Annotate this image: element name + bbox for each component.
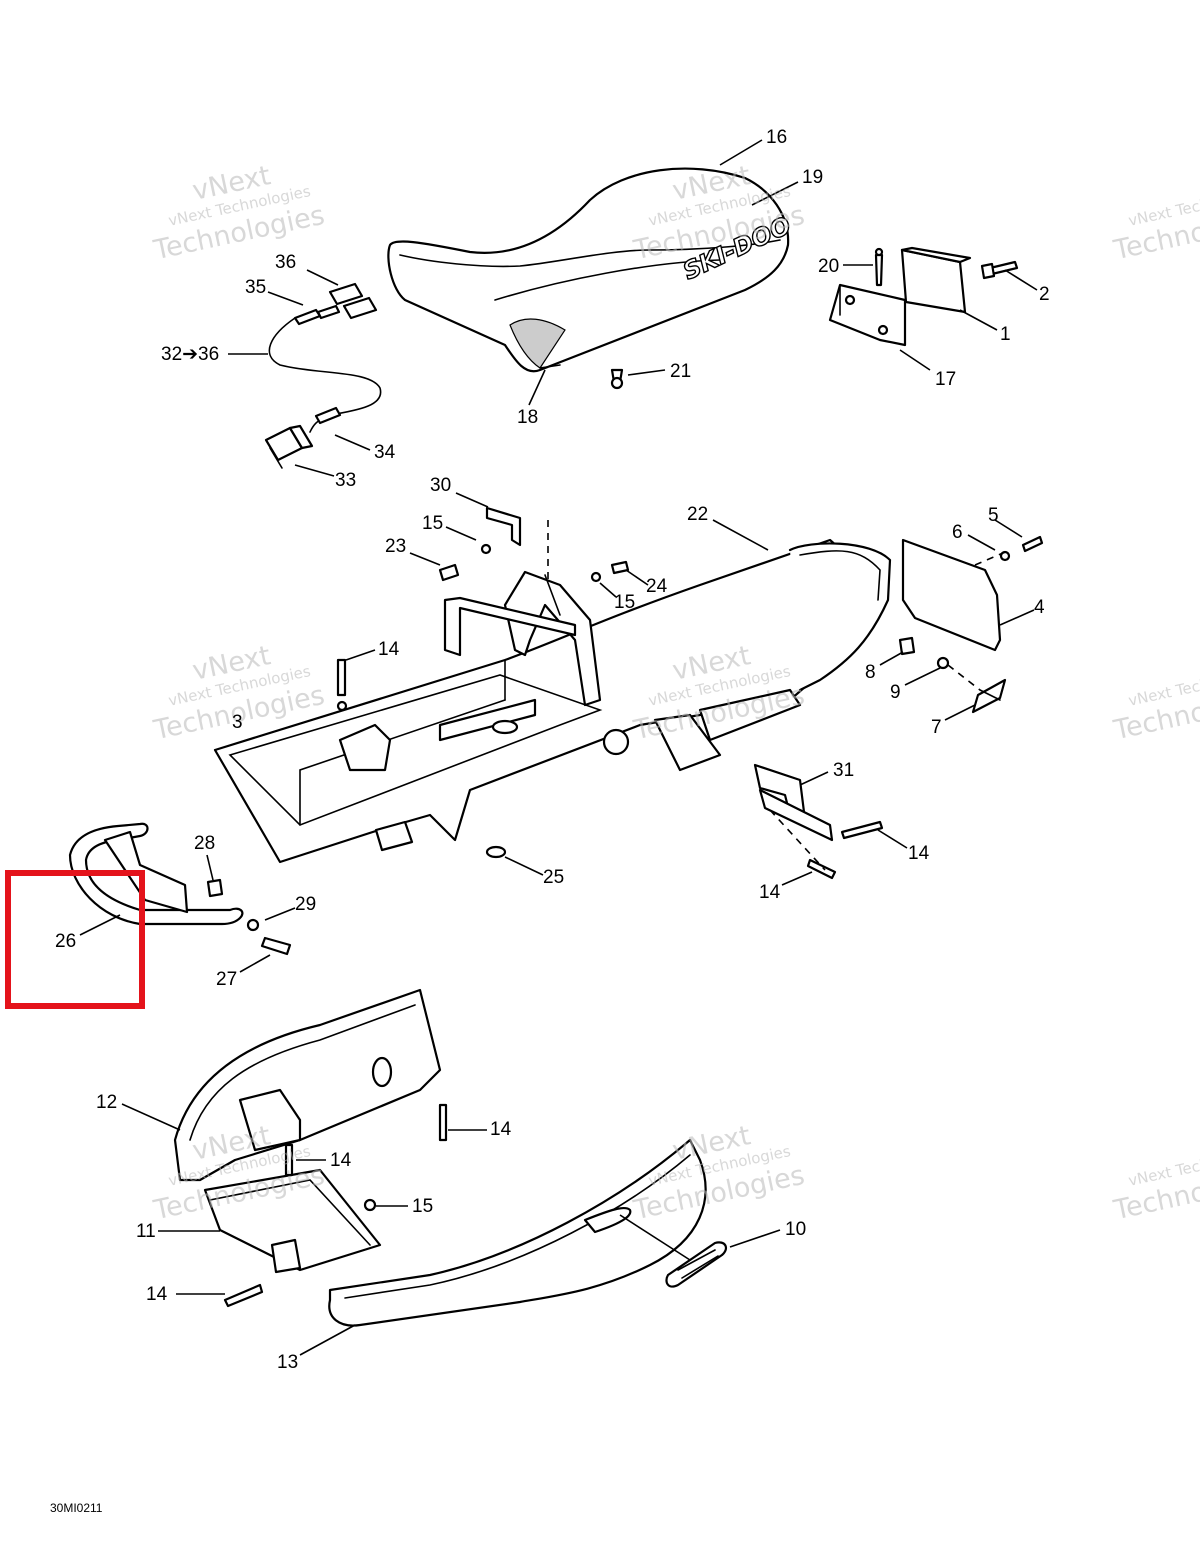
callout-9[interactable]: 9 [890, 682, 901, 703]
callout-14-c[interactable]: 14 [759, 882, 781, 903]
callout-29[interactable]: 29 [295, 894, 316, 915]
callout-14-b[interactable]: 14 [908, 843, 930, 864]
side-panel-upper [173, 988, 442, 1274]
callout-21[interactable]: 21 [670, 361, 691, 382]
callout-14-d[interactable]: 14 [490, 1119, 512, 1140]
callout-4[interactable]: 4 [1034, 597, 1045, 618]
callout-labels: 16 19 20 2 1 17 21 18 36 35 32➔36 34 33 … [55, 127, 1050, 1373]
front-bumper [68, 822, 292, 956]
belly-pan-lower [223, 1103, 728, 1327]
callout-3[interactable]: 3 [232, 712, 243, 733]
chassis [213, 538, 892, 864]
callout-24[interactable]: 24 [646, 576, 668, 597]
callout-22[interactable]: 22 [687, 504, 708, 525]
highlight-box [5, 870, 145, 1009]
callout-27[interactable]: 27 [216, 969, 237, 990]
callout-19[interactable]: 19 [802, 167, 823, 188]
side-bracket [336, 506, 884, 880]
callout-15-b[interactable]: 15 [614, 592, 635, 613]
alignment-lines [547, 520, 1011, 871]
leader-lines [79, 139, 1038, 1356]
callout-30[interactable]: 30 [430, 475, 451, 496]
callout-23[interactable]: 23 [385, 536, 406, 557]
callout-13[interactable]: 13 [277, 1352, 298, 1373]
callout-28[interactable]: 28 [194, 833, 215, 854]
callout-15-c[interactable]: 15 [412, 1196, 433, 1217]
callout-11[interactable]: 11 [136, 1221, 156, 1242]
callout-6[interactable]: 6 [952, 522, 963, 543]
callout-8[interactable]: 8 [865, 662, 876, 683]
callout-15-a[interactable]: 15 [422, 513, 443, 534]
callout-20[interactable]: 20 [818, 256, 839, 277]
callout-12[interactable]: 12 [96, 1092, 117, 1113]
callout-7[interactable]: 7 [931, 717, 942, 738]
wiring-harness [264, 282, 382, 469]
callout-17[interactable]: 17 [935, 369, 956, 390]
callout-25[interactable]: 25 [543, 867, 564, 888]
seat-bracket-assembly [610, 246, 1019, 390]
callout-10[interactable]: 10 [785, 1219, 806, 1240]
diagram-code: 30MI0211 [50, 1501, 103, 1515]
callout-36[interactable]: 36 [275, 252, 296, 273]
callout-14-a[interactable]: 14 [378, 639, 400, 660]
callout-26[interactable]: 26 [55, 931, 76, 952]
callout-1[interactable]: 1 [1000, 324, 1011, 345]
callout-14-e[interactable]: 14 [330, 1150, 352, 1171]
callout-32-36[interactable]: 32➔36 [161, 344, 219, 365]
callout-18[interactable]: 18 [517, 407, 538, 428]
snow-flap [898, 535, 1044, 714]
callout-2[interactable]: 2 [1039, 284, 1050, 305]
callout-14-f[interactable]: 14 [146, 1284, 168, 1305]
callout-5[interactable]: 5 [988, 505, 999, 526]
callout-35[interactable]: 35 [245, 277, 266, 298]
callout-34[interactable]: 34 [374, 442, 396, 463]
callout-33[interactable]: 33 [335, 470, 356, 491]
callout-16[interactable]: 16 [766, 127, 787, 148]
callout-31[interactable]: 31 [833, 760, 854, 781]
